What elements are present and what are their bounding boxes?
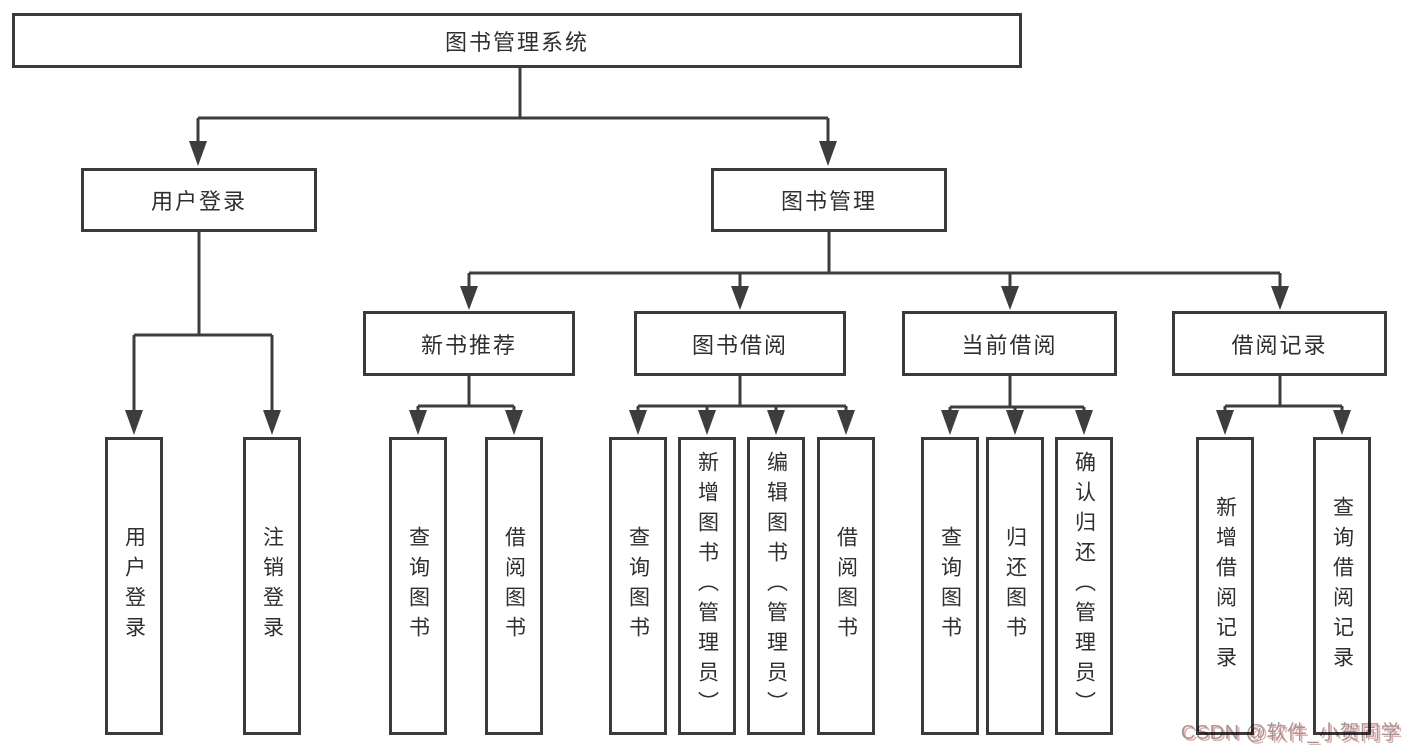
arrowheads (125, 141, 1351, 435)
leaf-label: 查询借阅记录 (1330, 496, 1354, 676)
leaf-label: 确认归还（管理员） (1072, 451, 1096, 721)
node-label: 用户登录 (150, 189, 247, 214)
leaf-label: 归还图书 (1003, 526, 1027, 646)
node-root-library-system: 图书管理系统 (12, 13, 1022, 68)
leaf-query-borrow-record: 查询借阅记录 (1313, 437, 1371, 735)
node-label: 新书推荐 (420, 332, 517, 358)
node-label: 图书借阅 (691, 332, 788, 358)
leaf-label: 查询图书 (938, 526, 962, 646)
leaf-borrow-books-borrow: 借阅图书 (817, 437, 875, 735)
leaf-query-books-recommend: 查询图书 (389, 437, 447, 735)
leaf-label: 查询图书 (406, 526, 430, 646)
leaf-label: 用户登录 (122, 526, 146, 646)
node-borrow-records: 借阅记录 (1172, 311, 1387, 376)
node-book-management: 图书管理 (711, 168, 947, 232)
csdn-watermark: CSDN @软件_小贺同学 (1180, 722, 1401, 744)
leaf-logout: 注销登录 (243, 437, 301, 735)
leaf-label: 查询图书 (626, 526, 650, 646)
leaf-label: 新增借阅记录 (1213, 496, 1237, 676)
leaf-query-books-current: 查询图书 (921, 437, 979, 735)
leaf-borrow-books-recommend: 借阅图书 (485, 437, 543, 735)
leaf-label: 借阅图书 (834, 526, 858, 646)
leaf-confirm-return-admin: 确认归还（管理员） (1055, 437, 1113, 735)
node-user-login: 用户登录 (81, 168, 317, 232)
connector-bookmgmt-to-level3 (467, 232, 1282, 288)
leaf-return-book: 归还图书 (986, 437, 1044, 735)
connector-borrow-branch (636, 376, 848, 412)
node-label: 借阅记录 (1231, 332, 1328, 358)
node-new-book-recommend: 新书推荐 (363, 311, 575, 376)
leaf-label: 注销登录 (260, 526, 284, 646)
leaf-label: 借阅图书 (502, 526, 526, 646)
node-label: 图书管理 (780, 189, 877, 214)
node-label: 图书管理系统 (444, 29, 589, 55)
leaf-label: 新增图书（管理员） (695, 451, 719, 721)
leaf-user-login: 用户登录 (105, 437, 163, 735)
node-current-borrow: 当前借阅 (902, 311, 1117, 376)
leaf-add-borrow-record: 新增借阅记录 (1196, 437, 1254, 735)
leaf-label: 编辑图书（管理员） (764, 451, 788, 721)
connector-records-branch (1223, 376, 1344, 412)
connector-current-branch (948, 376, 1086, 412)
leaf-edit-book-admin: 编辑图书（管理员） (747, 437, 805, 735)
leaf-add-book-admin: 新增图书（管理员） (678, 437, 736, 735)
node-label: 当前借阅 (961, 332, 1058, 358)
connector-root-to-level2 (196, 68, 830, 143)
connector-userlogin-branch (132, 232, 274, 411)
connector-recommend-branch (416, 376, 516, 412)
node-book-borrow: 图书借阅 (634, 311, 846, 376)
leaf-query-books-borrow: 查询图书 (609, 437, 667, 735)
